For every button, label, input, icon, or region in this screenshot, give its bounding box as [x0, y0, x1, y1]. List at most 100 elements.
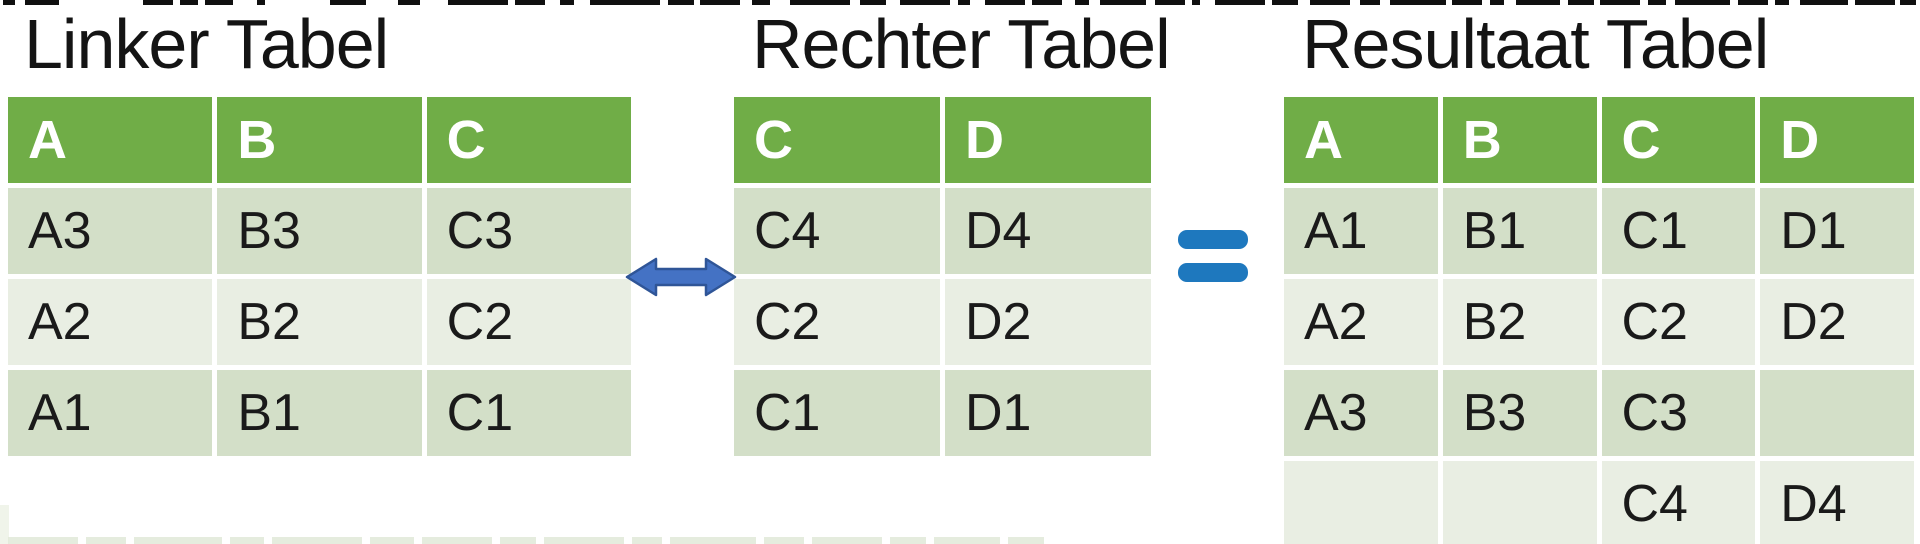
cropped-text-fragment	[398, 0, 420, 5]
rechter-table-title: Rechter Tabel	[752, 5, 1171, 83]
cropped-text-fragment	[257, 0, 265, 5]
cropped-text-fragment	[1490, 0, 1504, 5]
column-header-C: C	[734, 97, 940, 183]
cropped-text-fragment	[700, 0, 740, 5]
cropped-text-fragment	[1855, 0, 1895, 5]
cell-D1: D1	[945, 370, 1151, 456]
equals-top-bar	[1178, 230, 1248, 249]
cropped-text-fragment	[668, 0, 694, 5]
cropped-text-fragment	[790, 0, 850, 5]
cell-C3: C3	[1601, 370, 1756, 456]
cropped-text-fragment	[515, 0, 545, 5]
cell-B1: B1	[1442, 188, 1597, 274]
cell-C1: C1	[734, 370, 940, 456]
cropped-text-fragment	[500, 537, 536, 544]
cell-A1: A1	[1284, 188, 1438, 274]
cropped-text-fragment	[544, 537, 624, 544]
column-header-B: B	[217, 97, 422, 183]
cell-B3: B3	[1442, 370, 1597, 456]
cropped-text-fragment	[560, 0, 574, 5]
bottom-fragments	[0, 536, 1920, 544]
cropped-text-fragment	[143, 0, 173, 5]
cropped-text-fragment	[1310, 0, 1350, 5]
cropped-text-fragment	[1675, 0, 1730, 5]
cropped-text-fragment	[422, 537, 492, 544]
cropped-text-fragment	[1075, 0, 1089, 5]
cropped-text-fragment	[985, 0, 1025, 5]
cropped-text-fragment	[1032, 0, 1062, 5]
column-header-C: C	[1601, 97, 1756, 183]
cropped-text-fragment	[1800, 0, 1848, 5]
cell-D2: D2	[945, 279, 1151, 365]
cropped-text-fragment	[764, 537, 804, 544]
cropped-text-fragment	[1215, 0, 1265, 5]
cell-A1: A1	[8, 370, 213, 456]
cropped-text-fragment	[1100, 0, 1146, 5]
cell-empty	[1284, 461, 1438, 544]
cropped-text-fragment	[8, 537, 78, 544]
cropped-text-fragment	[860, 0, 886, 5]
cropped-text-fragment	[1648, 0, 1666, 5]
cell-C1: C1	[1601, 188, 1756, 274]
column-header-D: D	[945, 97, 1151, 183]
cell-C4: C4	[1601, 461, 1756, 544]
cell-D4: D4	[1760, 461, 1914, 544]
cropped-text-fragment	[1775, 0, 1789, 5]
cropped-text-fragment	[180, 0, 198, 5]
cropped-text-fragment	[25, 0, 59, 5]
cropped-text-fragment	[330, 0, 366, 5]
cell-D2: D2	[1760, 279, 1914, 365]
cell-C4: C4	[734, 188, 940, 274]
cropped-text-fragment	[3, 0, 15, 5]
cell-D1: D1	[1760, 188, 1914, 274]
cropped-text-fragment	[1516, 0, 1560, 5]
cropped-text-fragment	[1600, 0, 1640, 5]
cell-C3: C3	[426, 188, 631, 274]
cell-D4: D4	[945, 188, 1151, 274]
cropped-text-fragment	[900, 0, 950, 5]
top-fragments	[0, 0, 1920, 6]
left-right-arrow-shape	[625, 257, 737, 297]
cell-C1: C1	[426, 370, 631, 456]
cell-A3: A3	[1284, 370, 1438, 456]
bottom-left-corner-fragment	[0, 505, 9, 544]
cropped-text-fragment	[632, 537, 662, 544]
cropped-text-fragment	[958, 0, 970, 5]
cropped-text-fragment	[230, 537, 264, 544]
cropped-text-fragment	[1738, 0, 1768, 5]
cropped-text-fragment	[590, 0, 660, 5]
cropped-text-fragment	[1390, 0, 1446, 5]
column-header-A: A	[8, 97, 213, 183]
cropped-text-fragment	[448, 0, 508, 5]
cell-empty	[1442, 461, 1597, 544]
resultaat-table-title: Resultaat Tabel	[1302, 5, 1769, 83]
cropped-text-fragment	[1272, 0, 1298, 5]
cell-A3: A3	[8, 188, 213, 274]
cell-C2: C2	[1601, 279, 1756, 365]
cropped-text-fragment	[134, 537, 222, 544]
cropped-text-fragment	[1008, 537, 1044, 544]
cropped-text-fragment	[1900, 0, 1916, 5]
cropped-text-fragment	[752, 0, 770, 5]
cropped-text-fragment	[272, 537, 362, 544]
cropped-text-fragment	[1568, 0, 1594, 5]
linker-table-title: Linker Tabel	[24, 5, 389, 83]
cropped-text-fragment	[812, 537, 882, 544]
equals-bottom-bar	[1178, 263, 1248, 282]
cell-B2: B2	[1442, 279, 1597, 365]
column-header-C: C	[426, 97, 631, 183]
column-header-B: B	[1442, 97, 1597, 183]
cropped-text-fragment	[1452, 0, 1482, 5]
cell-B2: B2	[217, 279, 422, 365]
column-header-D: D	[1760, 97, 1914, 183]
cropped-text-fragment	[1360, 0, 1380, 5]
cell-C2: C2	[734, 279, 940, 365]
column-header-A: A	[1284, 97, 1438, 183]
cropped-text-fragment	[86, 537, 126, 544]
cropped-text-fragment	[890, 537, 926, 544]
cell-A2: A2	[8, 279, 213, 365]
